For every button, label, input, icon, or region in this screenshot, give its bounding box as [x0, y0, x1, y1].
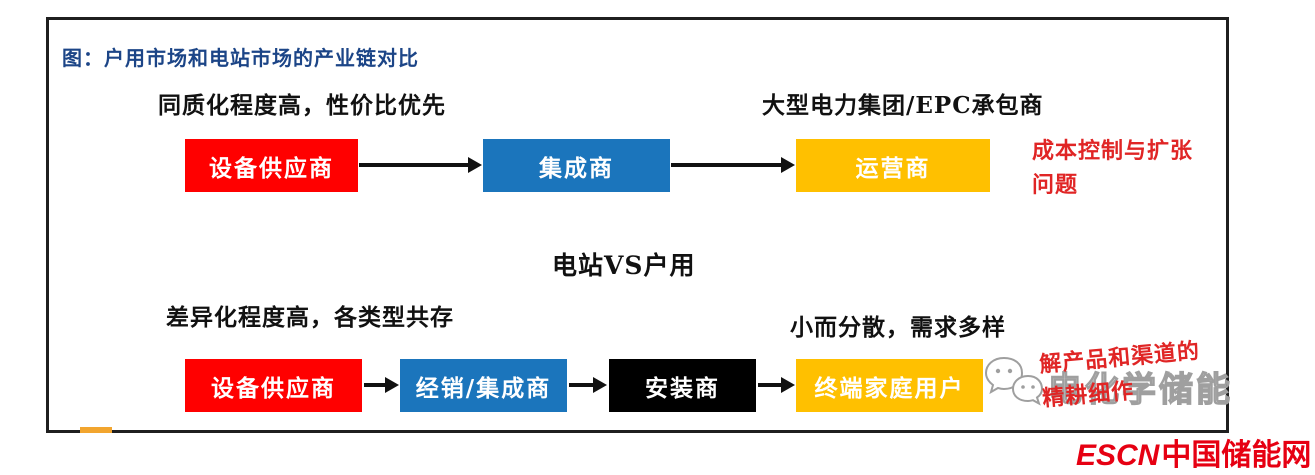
escn-logo: ESCN中国储能网 — [1076, 430, 1311, 474]
bottom-note: 解产品和渠道的 精耕细作 — [1038, 334, 1204, 416]
escn-logo-en: ESCN — [1076, 439, 1160, 472]
arrow-right-icon — [569, 377, 607, 393]
top-annotation-right: 大型电力集团/EPC承包商 — [762, 92, 1044, 119]
arrow-right-icon — [359, 157, 482, 173]
node-equipment-supplier-bottom: 设备供应商 — [185, 359, 362, 412]
node-distributor-integrator: 经销/集成商 — [400, 359, 567, 412]
top-note: 成本控制与扩张 问题 — [1032, 134, 1193, 202]
arrow-right-icon — [671, 157, 795, 173]
vs-label: 电站VS户用 — [552, 251, 696, 280]
arrow-right-icon — [758, 377, 795, 393]
bottom-annotation-left: 差异化程度高，各类型共存 — [166, 304, 454, 331]
bottom-annotation-right: 小而分散，需求多样 — [790, 314, 1006, 341]
node-equipment-supplier-top: 设备供应商 — [185, 139, 358, 192]
wechat-icon — [984, 356, 1044, 406]
node-end-household-user: 终端家庭用户 — [796, 359, 983, 412]
cropped-orange-shape — [80, 427, 112, 433]
escn-logo-cn: 中国储能网 — [1161, 439, 1312, 472]
figure-border — [46, 17, 1229, 433]
top-note-line2: 问题 — [1032, 172, 1079, 198]
top-annotation-left: 同质化程度高，性价比优先 — [158, 92, 446, 119]
node-integrator-top: 集成商 — [483, 139, 670, 192]
top-note-line1: 成本控制与扩张 — [1032, 138, 1194, 164]
node-operator-top: 运营商 — [796, 139, 990, 192]
arrow-right-icon — [364, 377, 399, 393]
figure-title: 图：户用市场和电站市场的产业链对比 — [62, 48, 419, 70]
node-installer: 安装商 — [609, 359, 756, 412]
watermark-text: 电化学储能 — [1047, 370, 1233, 409]
